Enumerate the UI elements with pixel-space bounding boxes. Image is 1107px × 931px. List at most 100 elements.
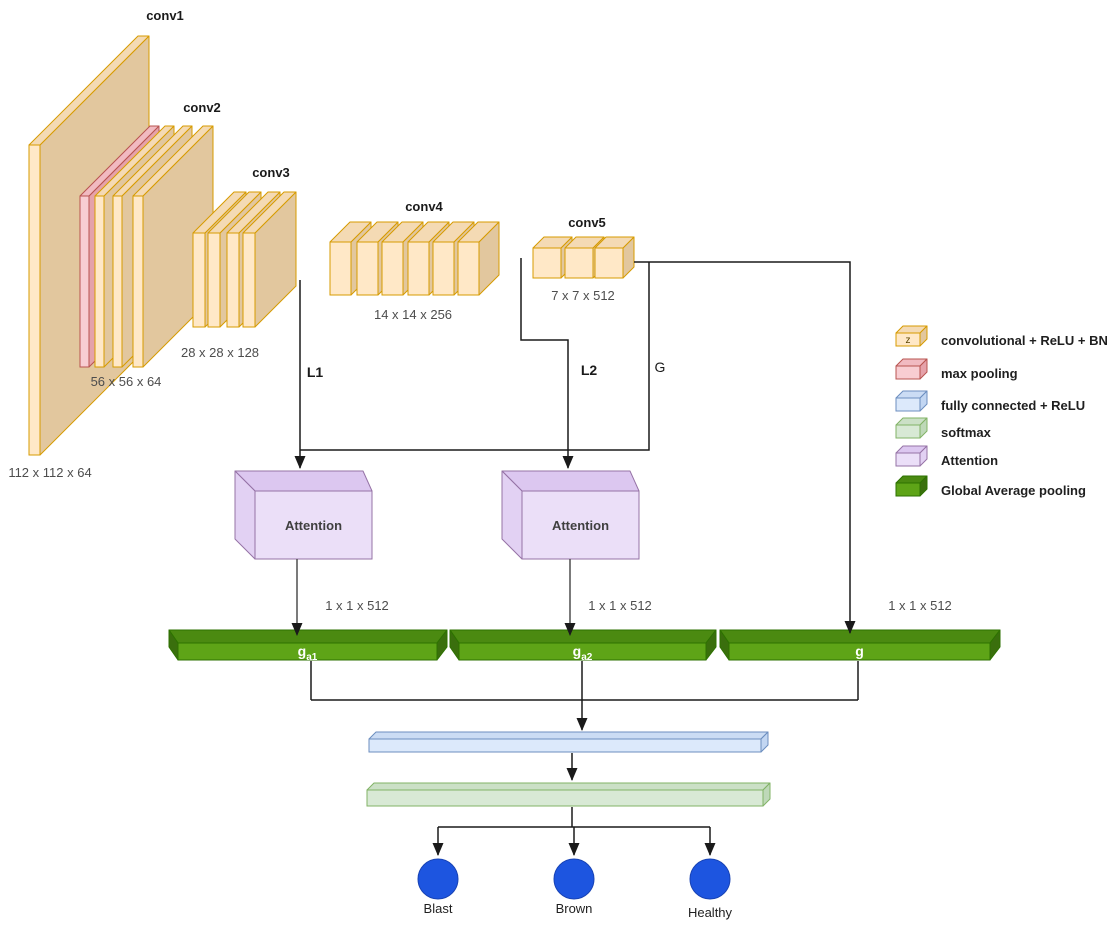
conv4-slab-6-front: [457, 241, 480, 296]
attention-box-label: Attention: [285, 518, 342, 533]
gap-bar-label: g: [855, 643, 864, 659]
conv1-label: conv1: [146, 8, 184, 23]
attention-box-front: [254, 490, 373, 560]
softmax-bar-front: [366, 789, 764, 807]
conv3-slab-1-front: [192, 232, 206, 328]
gap-bar-top: [449, 629, 717, 644]
conv3-slab-2-front: [207, 232, 221, 328]
gap-bar-top: [719, 629, 1001, 644]
wire-conv5-to-gap-g: [634, 261, 856, 634]
softmax-bar: [366, 782, 771, 807]
legend-z-glyph: z: [906, 335, 911, 346]
conv2-dims-label: 56 x 56 x 64: [91, 374, 162, 389]
conv4-slab-4-front: [407, 241, 430, 296]
legend-item-label: fully connected + ReLU: [941, 398, 1085, 413]
attention-box-2: Attention: [501, 470, 640, 560]
legend-softmax-cube-front: [895, 424, 921, 439]
gap-bar-label-sub: a2: [581, 652, 593, 663]
conv4-slab-2-front: [356, 241, 379, 296]
wire-g-to-attention-bus: [300, 262, 650, 451]
conv-group-conv4: conv4 14 x 14 x 256: [329, 199, 500, 322]
legend-item-label: max pooling: [941, 366, 1018, 381]
conv4-dims-label: 14 x 14 x 256: [374, 307, 452, 322]
gap-bar-front: [458, 642, 707, 661]
conv2-slab-2-front: [94, 195, 105, 368]
conv5-label: conv5: [568, 215, 606, 230]
conv1-dims-label: 112 x 112 x 64: [8, 465, 91, 480]
legend-gap-cube-front: [895, 482, 921, 497]
attention-box-label: Attention: [552, 518, 609, 533]
attention-box-1: Attention: [234, 470, 373, 560]
conv5-slab-1-front: [532, 247, 562, 279]
gap-bar-label-main: g: [298, 643, 307, 659]
conv3-label: conv3: [252, 165, 290, 180]
legend-item-pool: max pooling: [895, 358, 1018, 381]
output-node-blast: Blast: [417, 858, 459, 916]
conv3-slab-4-front: [242, 232, 256, 328]
gap-bar-a2: ga2: [449, 629, 717, 663]
conv3-slab-3-front: [226, 232, 240, 328]
gap-bar-a1: ga1: [168, 629, 448, 663]
output-circle: [689, 858, 731, 900]
legend-item-fc: fully connected + ReLU: [895, 390, 1085, 413]
conv3-dims-label: 28 x 28 x 128: [181, 345, 259, 360]
legend-item-label: convolutional + ReLU + BN: [941, 333, 1107, 348]
gap-bar-g: g: [719, 629, 1001, 661]
attention-box-top: [234, 470, 373, 492]
output-class-label: Blast: [424, 901, 453, 916]
gap-bar-top: [168, 629, 448, 644]
wire-label-l2: L2: [581, 362, 598, 378]
gap-bar-label-main: g: [855, 643, 864, 659]
output-class-label: Healthy: [688, 905, 733, 920]
conv2-slab-4-front: [132, 195, 144, 368]
conv4-slab-1-front: [329, 241, 352, 296]
conv5-slab-3-front: [594, 247, 624, 279]
legend-pool-cube-front: [895, 365, 921, 380]
legend-item-label: Global Average pooling: [941, 483, 1086, 498]
conv2-label: conv2: [183, 100, 221, 115]
conv4-slab-5-front: [432, 241, 455, 296]
conv4-label: conv4: [405, 199, 443, 214]
output-circle: [553, 858, 595, 900]
output-class-label: Brown: [556, 901, 593, 916]
conv4-slab-3-front: [381, 241, 404, 296]
attention-box-top: [501, 470, 640, 492]
legend-item-conv: z convolutional + ReLU + BN: [895, 325, 1107, 348]
attention-box-front: [521, 490, 640, 560]
output-node-brown: Brown: [553, 858, 595, 916]
legend-item-softmax: softmax: [895, 417, 992, 440]
wire-label-g: G: [655, 359, 666, 375]
output-node-healthy: Healthy: [688, 858, 733, 920]
gap-bar-front: [177, 642, 438, 661]
legend: z convolutional + ReLU + BN max pooling ful…: [895, 325, 1107, 498]
conv5-slab-2-front: [564, 247, 594, 279]
output-circle: [417, 858, 459, 900]
fully-connected-bar: [368, 731, 769, 753]
conv-group-conv3: conv3 28 x 28 x 128: [181, 165, 297, 360]
conv2-slab-3-front: [112, 195, 123, 368]
softmax-bar-top: [366, 782, 771, 791]
wire-label-l1: L1: [307, 364, 324, 380]
fc-bar-top: [368, 731, 769, 740]
gap-bar-label: ga1: [298, 643, 318, 663]
gap-bar-label-main: g: [573, 643, 582, 659]
gap-bar-label-sub: a1: [306, 652, 318, 663]
legend-attention-cube-front: [895, 452, 921, 467]
legend-item-label: softmax: [941, 425, 992, 440]
wire-l2-conv5-to-attention2: [520, 258, 574, 469]
fc-bar-front: [368, 738, 762, 753]
legend-fc-cube-front: [895, 397, 921, 412]
conv1-slab-1-front: [28, 144, 41, 456]
vector-dims-label: 1 x 1 x 512: [588, 598, 652, 613]
legend-item-attention: Attention: [895, 445, 998, 468]
gap-bar-label: ga2: [573, 643, 593, 663]
vector-dims-label: 1 x 1 x 512: [888, 598, 952, 613]
legend-conv-cube-front: [895, 332, 921, 347]
conv2-slab-1-maxpool-front: [79, 195, 90, 368]
gap-bar-front: [728, 642, 991, 661]
legend-item-label: Attention: [941, 453, 998, 468]
vector-dims-label: 1 x 1 x 512: [325, 598, 389, 613]
